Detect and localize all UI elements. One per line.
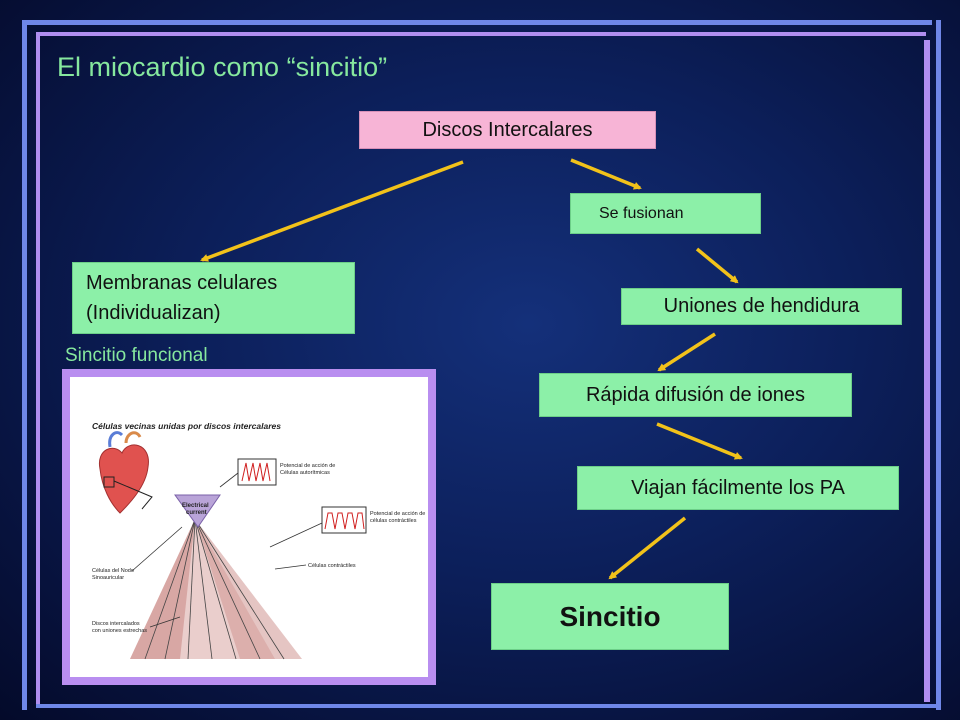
node-viajan: Viajan fácilmente los PA [577,466,899,510]
frame-bottom-line [36,704,936,708]
node-difusion-label: Rápida difusión de iones [585,383,806,406]
ap-autoritmicas-label: Potencial de acción de [280,463,335,469]
muscle-fibers [130,518,302,660]
node-sincitio-label: Sincitio [559,600,661,632]
figure-frame: Células vecinas unidas por discos interc… [62,369,436,685]
node-discos-label: Discos Intercalares [422,118,593,141]
node-sincitio: Sincitio [491,583,729,650]
node-uniones: Uniones de hendidura [621,288,902,325]
frame-top-line-2 [36,32,926,36]
discos-label: Discos intercalados [92,621,140,627]
svg-text:current: current [186,510,207,516]
frame-top-line [22,20,932,25]
svg-text:Sinoauricular: Sinoauricular [92,575,124,581]
sincitio-funcional-label: Sincitio funcional [65,345,208,366]
node-fusionan-label: Se fusionan [599,204,684,222]
node-membranas: Membranas celulares (Individualizan) [72,262,355,334]
nodo-label: Células del Nodo [92,568,134,574]
svg-text:Células autorítmicas: Células autorítmicas [280,470,330,476]
frame-right-line [936,20,941,710]
cardiac-cells-figure: Células vecinas unidas por discos interc… [92,421,425,660]
ap-trace-contractiles: Potencial de acción de células contrácti… [269,506,425,548]
svg-text:células contráctiles: células contráctiles [370,518,417,524]
arrow-fusionan-uniones [695,247,739,284]
node-se-fusionan: Se fusionan [570,193,761,234]
svg-text:con uniones estrechas: con uniones estrechas [92,628,147,634]
arrow-difusion-viajan [656,422,743,460]
contractiles-label: Células contráctiles [308,563,356,569]
node-viajan-label: Viajan fácilmente los PA [631,476,845,499]
arrow-discos-fusionan [570,158,642,190]
frame-left-line [22,20,27,710]
node-uniones-label: Uniones de hendidura [663,295,860,317]
node-difusion: Rápida difusión de iones [539,373,852,417]
figure-heading: Células vecinas unidas por discos interc… [92,421,281,431]
frame-right-line-2 [924,40,930,702]
electrical-current-node: Electrical current [174,494,221,528]
arrow-viajan-sincitio [608,516,687,580]
arrow-uniones-difusion [657,332,716,372]
ap-trace-autoritmicas: Potencial de acción de Células autorítmi… [219,458,335,488]
figure-image: Células vecinas unidas por discos interc… [70,377,428,677]
ap-contractiles-label: Potencial de acción de [370,511,425,517]
frame-left-line-2 [36,32,40,704]
electrical-current-label: Electrical [182,503,209,509]
node-membranas-label: Membranas celulares (Individualizan) [86,272,278,324]
slide-title: El miocardio como “sincitio” [57,52,388,82]
heart-icon [98,431,153,514]
node-discos-intercalares: Discos Intercalares [359,111,656,149]
arrow-discos-membranas [200,160,464,262]
